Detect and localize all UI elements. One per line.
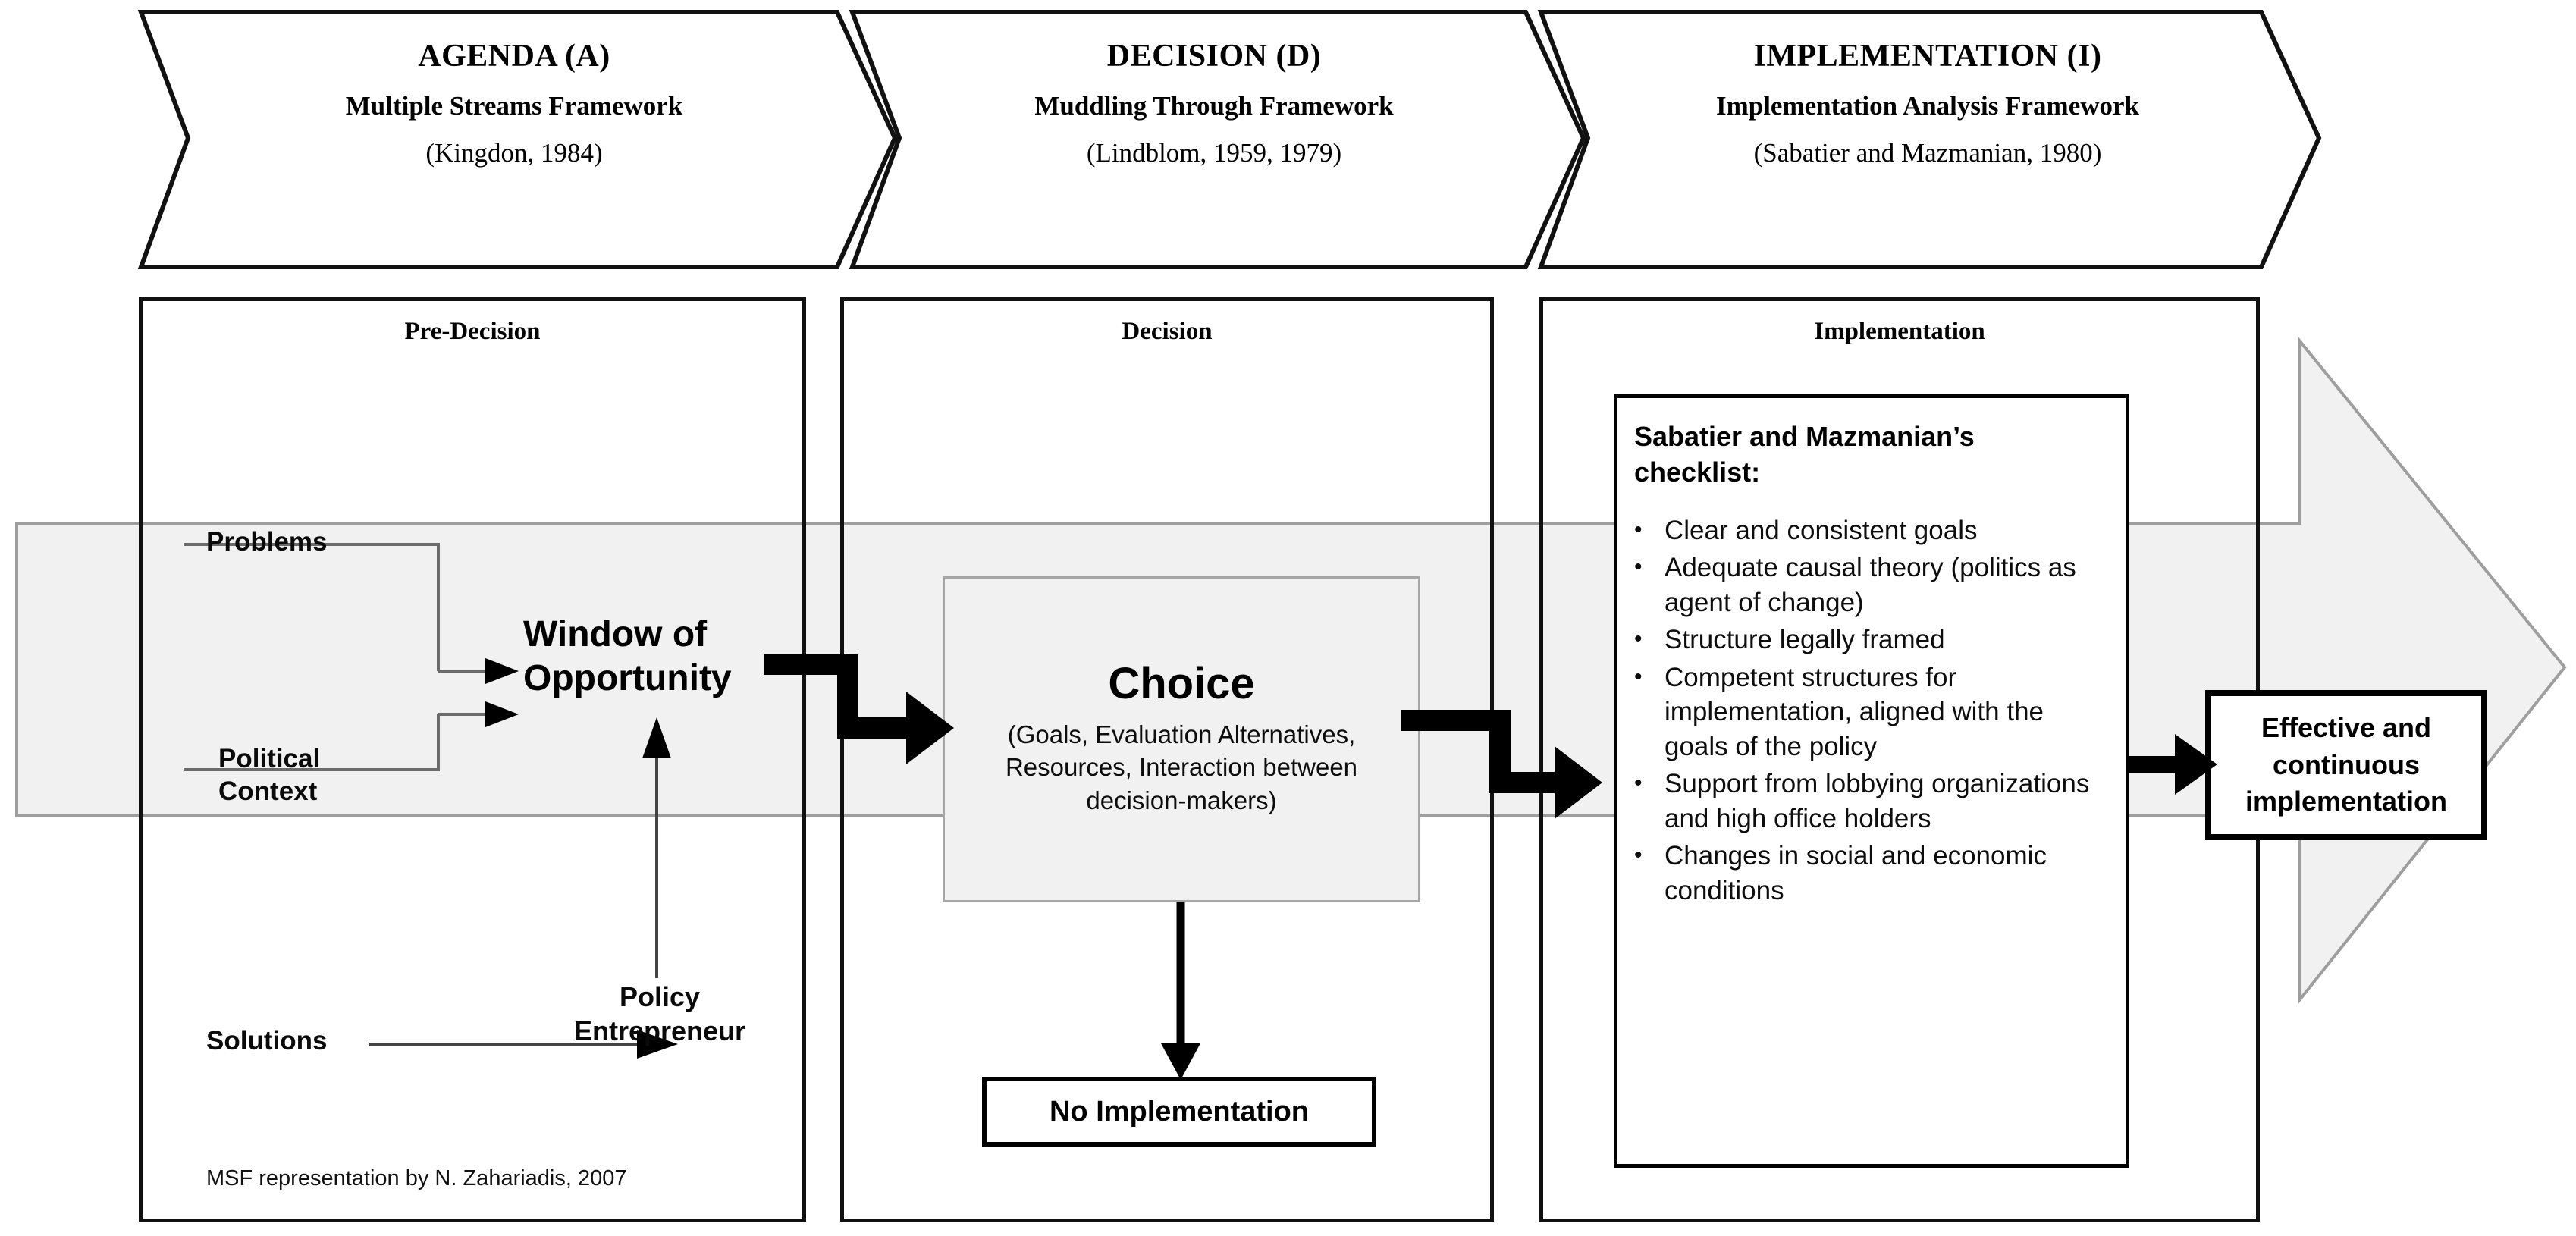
bullet-icon: •: [1634, 842, 1643, 868]
input-problems: Problems: [206, 527, 328, 557]
chevron-implementation-framework: Implementation Analysis Framework: [1715, 91, 2140, 121]
chevron-implementation-title: IMPLEMENTATION (I): [1753, 39, 2102, 74]
bullet-icon: •: [1634, 626, 1643, 652]
choice-heading: Choice: [1108, 658, 1255, 708]
checklist-item: • Support from lobbying organizations and…: [1634, 767, 2106, 836]
policy-entrepreneur-label: Policy Entrepreneur: [573, 981, 746, 1046]
input-political-context: Political Context: [218, 744, 321, 806]
checklist-item: • Competent structures for implementation…: [1634, 660, 2106, 764]
checklist-item-text: Support from lobbying organizations and …: [1665, 769, 2090, 833]
checklist-item: • Clear and consistent goals: [1634, 513, 2106, 548]
checklist-item: • Structure legally framed: [1634, 623, 2106, 657]
window-of-opportunity-label: Window of Opportunity: [523, 614, 732, 698]
choice-detail: (Goals, Evaluation Alternatives, Resourc…: [1005, 720, 1358, 814]
checklist-heading: Sabatier and Mazmanian’s checklist:: [1634, 421, 1975, 488]
bullet-icon: •: [1634, 663, 1643, 689]
chevron-agenda-title: AGENDA (A): [418, 39, 610, 74]
chevron-agenda-label: AGENDA (A) Multiple Streams Framework (K…: [188, 38, 840, 168]
panel-pre-decision-title: Pre-Decision: [404, 318, 541, 345]
checklist-item-text: Clear and consistent goals: [1665, 515, 1978, 545]
chevron-agenda-framework: Multiple Streams Framework: [345, 91, 683, 121]
sabatier-mazmanian-checklist-box: Sabatier and Mazmanian’s checklist: • Cle…: [1614, 394, 2129, 1168]
checklist-item-text: Structure legally framed: [1665, 625, 1945, 655]
chevron-implementation-label: IMPLEMENTATION (I) Implementation Analys…: [1586, 38, 2269, 168]
checklist-items: • Clear and consistent goals • Adequate cau…: [1634, 513, 2106, 908]
no-implementation-box: No Implementation: [982, 1077, 1376, 1147]
panel-pre-decision: Pre-Decision: [139, 297, 806, 1222]
chevron-implementation-citation: (Sabatier and Mazmanian, 1980): [1753, 138, 2102, 168]
outcome-box: Effective and continuous implementation: [2205, 690, 2487, 840]
bullet-icon: •: [1634, 554, 1643, 580]
chevron-decision-title: DECISION (D): [1106, 39, 1322, 74]
chevron-decision-label: DECISION (D) Muddling Through Framework …: [899, 38, 1529, 168]
checklist-item-text: Adequate causal theory (politics as agen…: [1665, 553, 2076, 617]
checklist-item-text: Changes in social and economic condition…: [1665, 841, 2047, 905]
checklist-item: • Adequate causal theory (politics as age…: [1634, 551, 2106, 620]
chevron-decision-framework: Muddling Through Framework: [1034, 91, 1394, 121]
chevron-agenda-citation: (Kingdon, 1984): [425, 138, 603, 168]
chevron-decision-citation: (Lindblom, 1959, 1979): [1086, 138, 1342, 168]
choice-box: Choice (Goals, Evaluation Alternatives, …: [943, 576, 1420, 902]
checklist-item-text: Competent structures for implementation,…: [1665, 662, 2044, 761]
no-implementation-label: No Implementation: [1049, 1095, 1310, 1128]
bullet-icon: •: [1634, 516, 1643, 542]
panel-implementation-title: Implementation: [1814, 318, 1985, 345]
outcome-label: Effective and continuous implementation: [2245, 712, 2448, 817]
bullet-icon: •: [1634, 770, 1643, 796]
msf-credit-text: MSF representation by N. Zahariadis, 200…: [206, 1166, 627, 1191]
input-solutions: Solutions: [206, 1026, 328, 1056]
checklist-item: • Changes in social and economic conditio…: [1634, 839, 2106, 908]
panel-decision-title: Decision: [1122, 318, 1213, 345]
